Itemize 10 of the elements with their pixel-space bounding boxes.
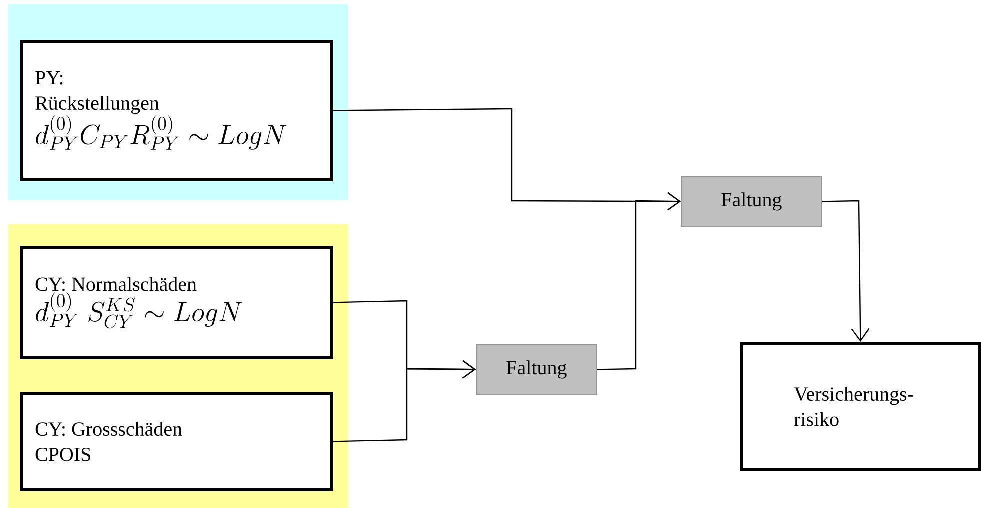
text-box: PY: Rückstellungen $d_{PY}^{(0)}C_{PY}R_{PY}^{(0)} \sim LogN$ [20,40,334,182]
arrow [333,108,681,211]
arrow [333,360,476,442]
arrow [597,192,681,370]
arrow [822,200,870,342]
process-box: Faltung [681,176,822,228]
text-box: Versicherungs- risiko [740,342,981,472]
text-box: CY: Grossschäden CPOIS [20,392,334,492]
text-box: CY: Normalschäden $d_{PY}^{(0)}\; S_{CY}^{KS} \sim LogN$ [20,246,334,360]
process-box: Faltung [476,344,598,396]
